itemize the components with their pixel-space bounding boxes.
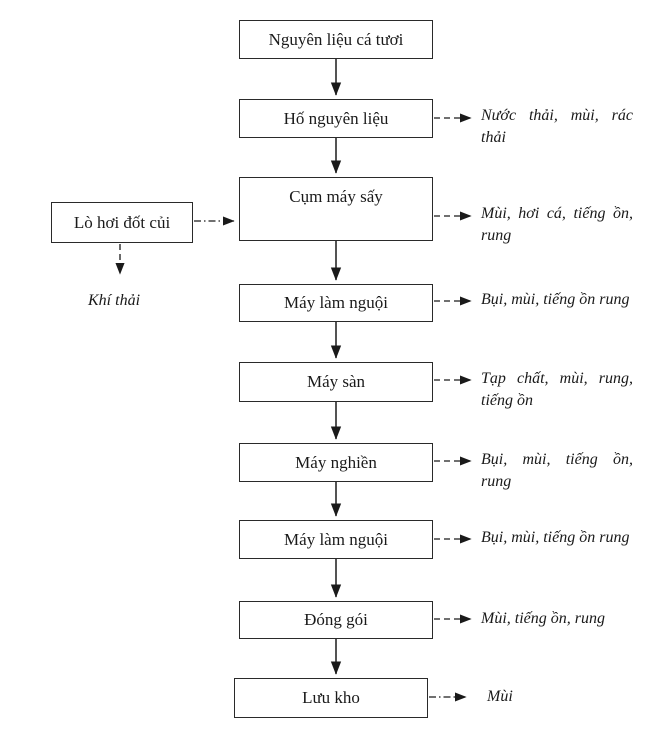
waste-label-may-nghien: Bụi, mùi, tiếng ồn, rung [481,451,633,490]
process-box-nguyen-lieu-ca-tuoi: Nguyên liệu cá tươi [239,20,433,59]
waste-label-dong-goi: Mùi, tiếng ồn, rung [481,610,605,627]
waste-label-may-san: Tạp chất, mùi, rung, tiếng ồn [481,370,633,409]
waste-label-ho-nguyen-lieu: Nước thải, mùi, rác thải [481,107,633,146]
waste-label-may-lam-nguoi-2: Bụi, mùi, tiếng ồn rung [481,529,630,546]
waste-label-cum-may-say: Mùi, hơi cá, tiếng ồn, rung [481,205,633,244]
process-box-may-nghien: Máy nghiền [239,443,433,482]
emission-label-khi-thai: Khí thải [88,292,141,309]
waste-label-luu-kho: Mùi [487,688,513,705]
process-box-dong-goi: Đóng gói [239,601,433,639]
process-box-may-san: Máy sàn [239,362,433,402]
boiler-box: Lò hơi đốt củi [51,202,193,243]
process-box-luu-kho: Lưu kho [234,678,428,718]
process-box-may-lam-nguoi-2: Máy làm nguội [239,520,433,559]
process-box-cum-may-say: Cụm máy sấy [239,177,433,241]
process-box-ho-nguyen-lieu: Hố nguyên liệu [239,99,433,138]
waste-label-may-lam-nguoi-1: Bụi, mùi, tiếng ồn rung [481,291,630,308]
process-box-may-lam-nguoi-1: Máy làm nguội [239,284,433,322]
